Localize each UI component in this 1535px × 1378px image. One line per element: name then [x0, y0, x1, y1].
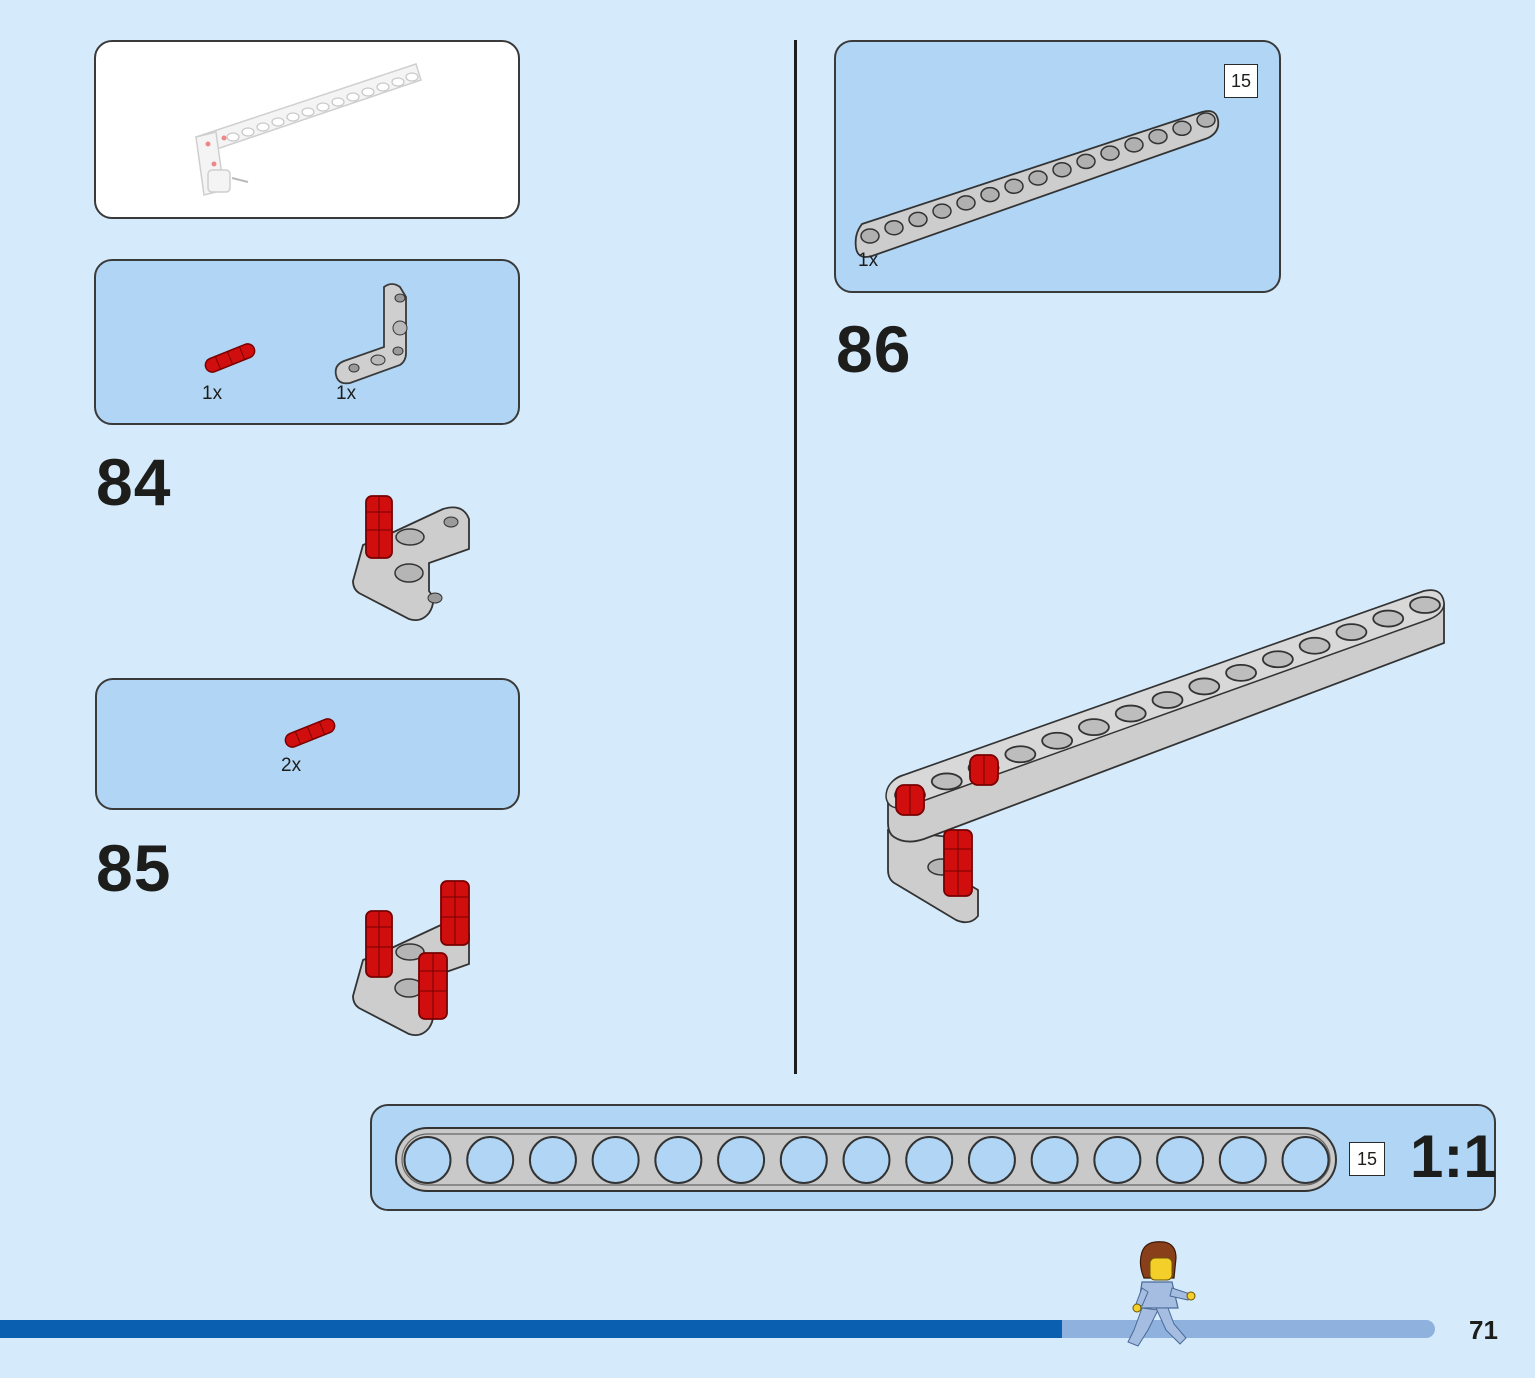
scale-beam-hole: [967, 1136, 1016, 1184]
beam-hole: [930, 772, 963, 791]
red-axle-pin-icon: [284, 718, 336, 748]
beam-hole: [1148, 128, 1168, 145]
scale-beam-hole: [717, 1136, 766, 1184]
beam-hole: [1114, 704, 1147, 723]
beam-hole: [1409, 596, 1441, 614]
beam-hole: [1076, 153, 1096, 170]
step-86-parts-callout: 1x 15: [834, 40, 1281, 293]
subassembly-preview-image: [195, 63, 422, 196]
beam-hole: [1151, 691, 1184, 709]
scale-guide-box: 15 1:1: [370, 1104, 1497, 1211]
scale-beam-hole: [1030, 1136, 1079, 1184]
beam-hole: [1004, 745, 1037, 764]
scale-ratio-label: 1:1: [1410, 1123, 1497, 1190]
beam-hole: [1372, 609, 1405, 628]
scale-beam-hole: [466, 1136, 515, 1184]
page-number: 71: [1469, 1315, 1498, 1345]
scale-beam-hole: [1281, 1136, 1330, 1184]
beam-hole: [1100, 145, 1120, 161]
step-84-part-2-qty: 1x: [336, 383, 357, 404]
beam-hole: [1225, 663, 1257, 682]
red-axle-pin-upright-icon: [365, 495, 393, 559]
beam-hole: [1298, 636, 1331, 655]
beam-hole: [1188, 677, 1221, 696]
step-85-assembly-image: [352, 880, 470, 1037]
scale-beam-hole: [1156, 1136, 1205, 1184]
beam-hole: [1335, 623, 1368, 642]
scale-beam-hole: [403, 1136, 452, 1184]
beam-15-icon: [854, 110, 1220, 258]
scale-length-tag: 15: [1349, 1142, 1385, 1176]
progress-fill: [0, 1320, 1062, 1338]
beam-hole: [884, 219, 904, 236]
scale-beam-hole: [1093, 1136, 1142, 1184]
step-86-assembly-image: [885, 589, 1445, 924]
beam-length-tag: 15: [1224, 64, 1258, 98]
beam-hole: [1052, 161, 1072, 178]
scale-beam-hole: [905, 1136, 954, 1184]
beam-hole: [860, 228, 880, 244]
scale-beam-hole: [1218, 1136, 1267, 1184]
beam-hole: [908, 211, 928, 228]
column-divider: [794, 40, 797, 1074]
red-axle-pin-icon: [204, 343, 256, 373]
beam-hole: [1028, 170, 1048, 186]
step-84-assembly-image: [352, 495, 470, 622]
scale-beam-hole: [528, 1136, 577, 1184]
step-85-number: 85: [96, 831, 172, 905]
beam-hole: [1041, 731, 1074, 750]
step-86-number: 86: [836, 312, 912, 386]
step-85-parts-callout: 2x: [95, 678, 520, 810]
step-85-part-1-qty: 2x: [281, 755, 302, 776]
angled-beam-icon: [334, 283, 408, 385]
step-84-part-1-qty: 1x: [202, 383, 223, 404]
beam-hole: [980, 186, 1000, 203]
subassembly-preview-box: [94, 40, 520, 219]
beam-hole: [932, 203, 952, 219]
beam-hole: [1078, 718, 1110, 737]
scale-beam-hole: [591, 1136, 640, 1184]
scale-beam-hole: [842, 1136, 891, 1184]
step-86-part-1-qty: 1x: [858, 250, 879, 271]
beam-hole: [1261, 650, 1294, 669]
beam-hole: [1124, 137, 1144, 153]
step-84-parts-callout: 1x 1x: [94, 259, 520, 425]
step-84-number: 84: [96, 445, 172, 519]
beam-15-actual-size-image: [395, 1127, 1337, 1192]
scale-beam-hole: [654, 1136, 703, 1184]
beam-hole: [1196, 112, 1216, 128]
beam-hole: [1172, 120, 1192, 137]
scale-beam-hole: [779, 1136, 828, 1184]
minifigure-runner-icon: [1127, 1241, 1196, 1347]
beam-hole: [956, 195, 976, 211]
beam-hole: [1004, 178, 1024, 195]
